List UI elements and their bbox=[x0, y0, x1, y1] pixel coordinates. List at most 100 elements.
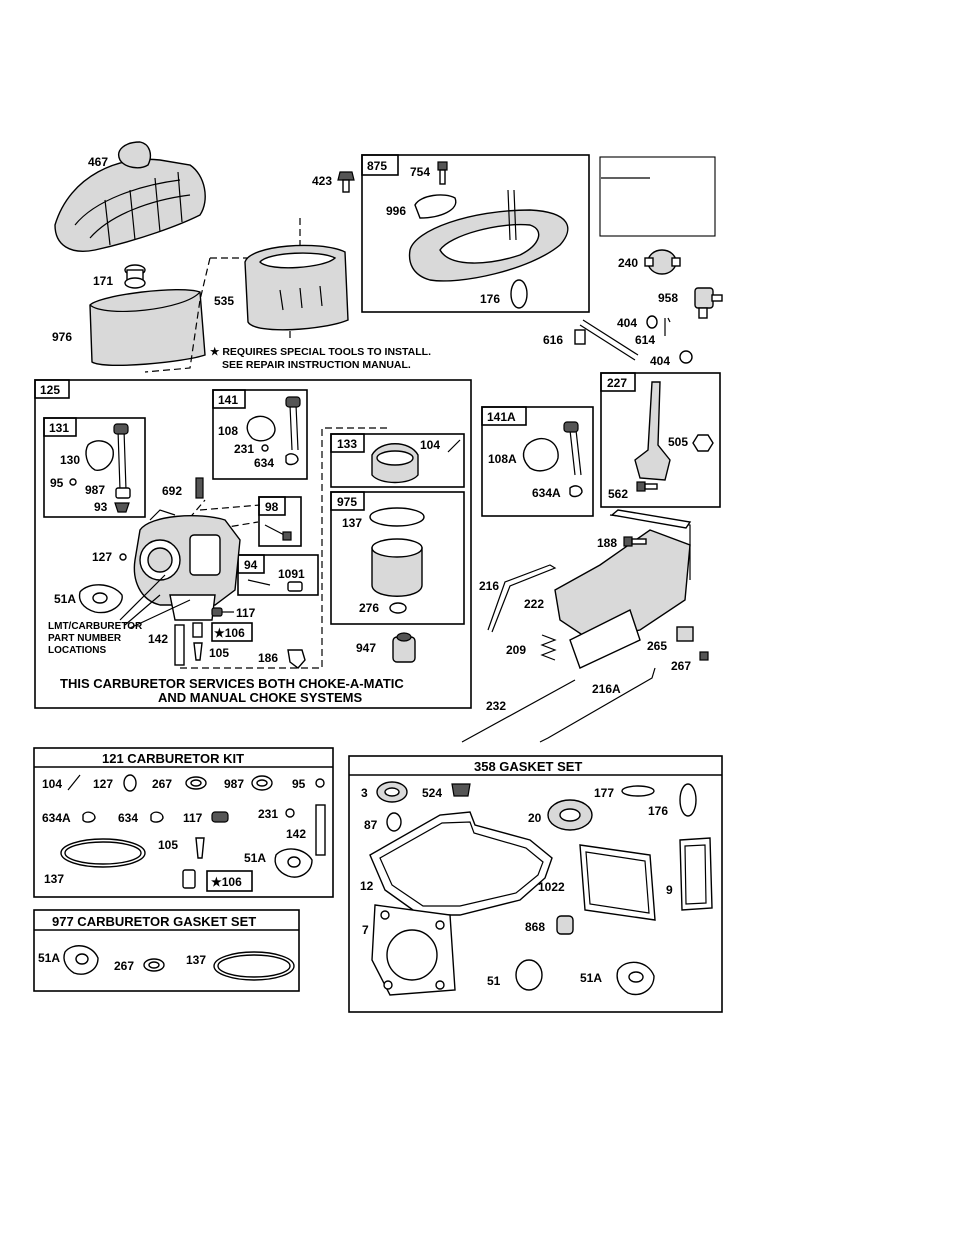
label-975: 975 bbox=[337, 495, 357, 509]
label-634a: 634A bbox=[532, 486, 561, 500]
kit-label-105: 105 bbox=[158, 838, 178, 852]
label-93: 93 bbox=[94, 500, 108, 514]
label-423: 423 bbox=[312, 174, 332, 188]
special-tools-note-2: SEE REPAIR INSTRUCTION MANUAL. bbox=[222, 359, 411, 371]
label-467: 467 bbox=[88, 155, 108, 169]
pin-614 bbox=[664, 317, 671, 336]
label-996: 996 bbox=[386, 204, 406, 218]
gasket-9 bbox=[679, 837, 713, 911]
shaft-616 bbox=[574, 319, 639, 361]
label-108: 108 bbox=[218, 424, 238, 438]
label-141a: 141A bbox=[487, 410, 516, 424]
lmt-note-2: PART NUMBER bbox=[48, 633, 122, 644]
wing-nut bbox=[124, 264, 146, 289]
carb-kit-title: 121 CARBURETOR KIT bbox=[102, 751, 244, 766]
g-label-3: 3 bbox=[361, 786, 368, 800]
air-cleaner-cover bbox=[54, 141, 206, 252]
box-141a bbox=[481, 406, 594, 517]
label-614: 614 bbox=[635, 333, 655, 347]
label-117: 117 bbox=[236, 606, 256, 620]
box-131 bbox=[43, 417, 146, 518]
label-209: 209 bbox=[506, 643, 526, 657]
label-754: 754 bbox=[410, 165, 430, 179]
carb-services-note-2: AND MANUAL CHOKE SYSTEMS bbox=[158, 690, 362, 705]
label-95: 95 bbox=[50, 476, 64, 490]
label-188: 188 bbox=[597, 536, 617, 550]
washer-404a bbox=[646, 315, 658, 329]
kit-label-142: 142 bbox=[286, 827, 306, 841]
g-label-177: 177 bbox=[594, 786, 614, 800]
box-94 bbox=[237, 554, 319, 596]
label-267: 267 bbox=[671, 659, 691, 673]
label-562: 562 bbox=[608, 487, 628, 501]
label-404a: 404 bbox=[617, 316, 637, 330]
g-label-9: 9 bbox=[666, 883, 673, 897]
link-232 bbox=[461, 679, 576, 743]
label-127: 127 bbox=[92, 550, 112, 564]
label-692: 692 bbox=[162, 484, 182, 498]
fuel-filter-240 bbox=[644, 249, 681, 275]
carb-services-note-1: THIS CARBURETOR SERVICES BOTH CHOKE-A-MA… bbox=[60, 676, 404, 691]
kit-label-231: 231 bbox=[258, 807, 278, 821]
label-227: 227 bbox=[607, 376, 627, 390]
box-975 bbox=[330, 491, 465, 625]
kit-label-987: 987 bbox=[224, 777, 244, 791]
label-535: 535 bbox=[214, 294, 234, 308]
kit-box-106 bbox=[206, 870, 253, 892]
part-947 bbox=[392, 632, 416, 663]
pre-cleaner bbox=[89, 289, 206, 367]
reference-box bbox=[599, 156, 716, 237]
air-cleaner-base bbox=[408, 189, 569, 282]
label-98: 98 bbox=[265, 500, 279, 514]
kit-label-106: ★106 bbox=[211, 875, 242, 889]
g-label-868: 868 bbox=[525, 920, 545, 934]
box-227 bbox=[600, 372, 721, 508]
g-label-12: 12 bbox=[360, 879, 374, 893]
label-130: 130 bbox=[60, 453, 80, 467]
lmt-leader-lines bbox=[119, 574, 191, 629]
special-tools-note-1: ★ REQUIRES SPECIAL TOOLS TO INSTALL. bbox=[210, 346, 431, 358]
label-51a: 51A bbox=[54, 592, 76, 606]
c-label-137: 137 bbox=[186, 953, 206, 967]
spring-209 bbox=[540, 634, 557, 661]
label-186: 186 bbox=[258, 651, 278, 665]
g-label-1022: 1022 bbox=[538, 880, 565, 894]
g-label-51: 51 bbox=[487, 974, 501, 988]
kit-label-127: 127 bbox=[93, 777, 113, 791]
carburetor-body bbox=[133, 509, 241, 621]
link-216a bbox=[539, 667, 656, 743]
g-label-176: 176 bbox=[648, 804, 668, 818]
label-987: 987 bbox=[85, 483, 105, 497]
label-176: 176 bbox=[480, 292, 500, 306]
control-bracket bbox=[554, 509, 692, 669]
label-108a: 108A bbox=[488, 452, 517, 466]
lmt-note-1: LMT/CARBURETOR bbox=[48, 621, 143, 632]
label-133: 133 bbox=[337, 437, 357, 451]
lmt-note-3: LOCATIONS bbox=[48, 645, 106, 656]
c-label-267: 267 bbox=[114, 959, 134, 973]
label-104: 104 bbox=[420, 438, 440, 452]
carb-gasket-title: 977 CARBURETOR GASKET SET bbox=[52, 914, 256, 929]
label-616: 616 bbox=[543, 333, 563, 347]
label-240: 240 bbox=[618, 256, 638, 270]
gasket-set-title: 358 GASKET SET bbox=[474, 759, 582, 774]
kit-label-267: 267 bbox=[152, 777, 172, 791]
screw-754 bbox=[437, 161, 448, 185]
label-875: 875 bbox=[367, 159, 387, 173]
kit-label-51a: 51A bbox=[244, 851, 266, 865]
label-137: 137 bbox=[342, 516, 362, 530]
label-222: 222 bbox=[524, 597, 544, 611]
float-bowl bbox=[371, 547, 423, 597]
label-231: 231 bbox=[234, 442, 254, 456]
main-nozzle-142 bbox=[174, 624, 185, 666]
seal-176 bbox=[510, 279, 528, 309]
label-505: 505 bbox=[668, 435, 688, 449]
label-634: 634 bbox=[254, 456, 274, 470]
label-216a: 216A bbox=[592, 682, 621, 696]
label-171: 171 bbox=[93, 274, 113, 288]
shutoff-valve-958 bbox=[694, 287, 723, 319]
label-141: 141 bbox=[218, 393, 238, 407]
carb-kit-box bbox=[33, 747, 334, 898]
gasket-1022 bbox=[579, 844, 656, 921]
